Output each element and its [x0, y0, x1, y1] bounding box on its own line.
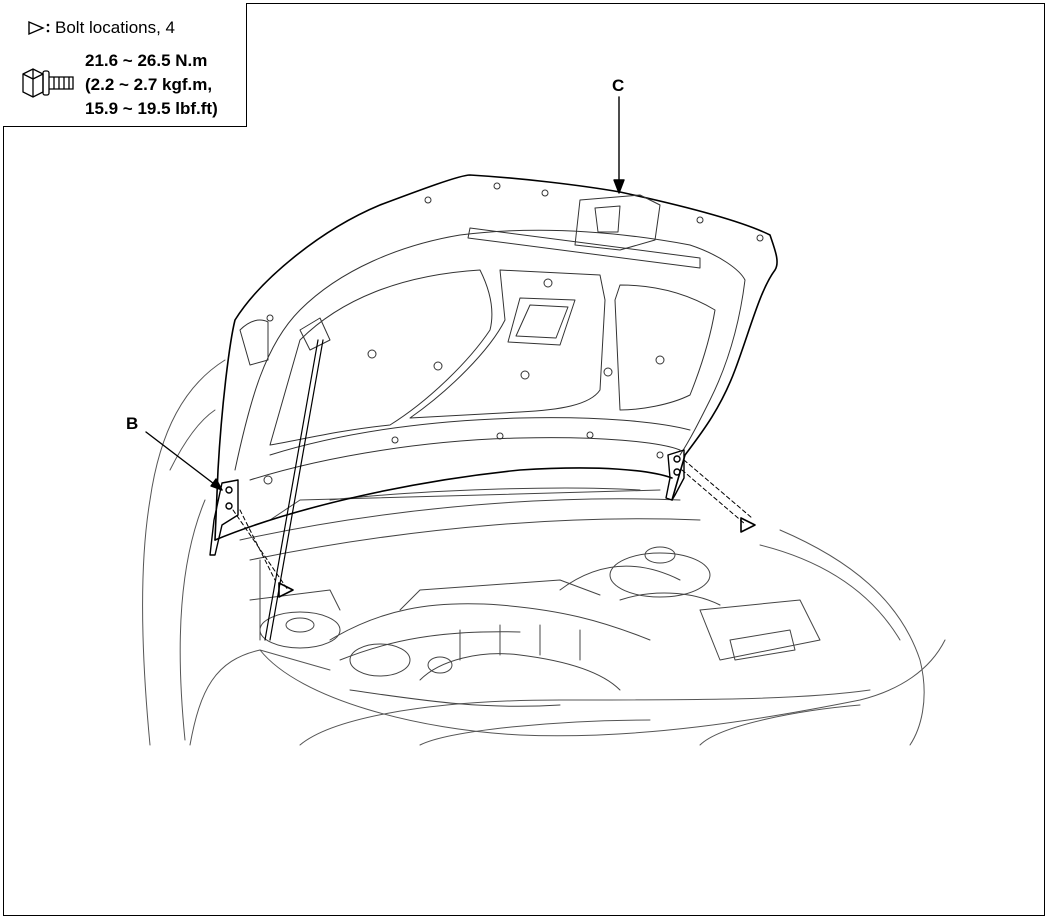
hinge-right — [665, 449, 685, 501]
hollow-triangle-icon — [278, 582, 294, 598]
callout-c-label: C — [612, 76, 625, 95]
callout-b-label: B — [126, 414, 139, 433]
bolt-locations-label: Bolt locations, 4 — [55, 18, 176, 37]
engine-bay — [239, 487, 821, 707]
torque-nm: 21.6 ~ 26.5 N.m — [85, 51, 208, 70]
diagram-frame — [3, 3, 1045, 916]
hood-panel — [214, 174, 778, 541]
hood-holes — [263, 182, 764, 485]
hollow-triangle-icon — [28, 20, 50, 36]
hollow-triangle-icon — [740, 517, 756, 533]
bolt-leader-lines — [232, 459, 753, 591]
hinge-left — [209, 479, 239, 556]
torque-kgfm: (2.2 ~ 2.7 kgf.m, — [85, 75, 213, 94]
hood-inner-frame — [234, 194, 746, 481]
bolt-locations-legend: Bolt locations, 4 — [27, 18, 175, 38]
callout-b-arrow — [145, 431, 223, 491]
legend-box: Bolt locations, 4 21.6 ~ 26.5 N.m (2.2 ~… — [3, 3, 247, 127]
torque-lbfft: 15.9 ~ 19.5 lbf.ft) — [85, 99, 218, 118]
flange-bolt-icon — [22, 68, 74, 98]
torque-spec: 21.6 ~ 26.5 N.m (2.2 ~ 2.7 kgf.m, 15.9 ~… — [85, 49, 218, 121]
car-body — [142, 359, 946, 746]
callout-c-arrow — [613, 96, 625, 194]
